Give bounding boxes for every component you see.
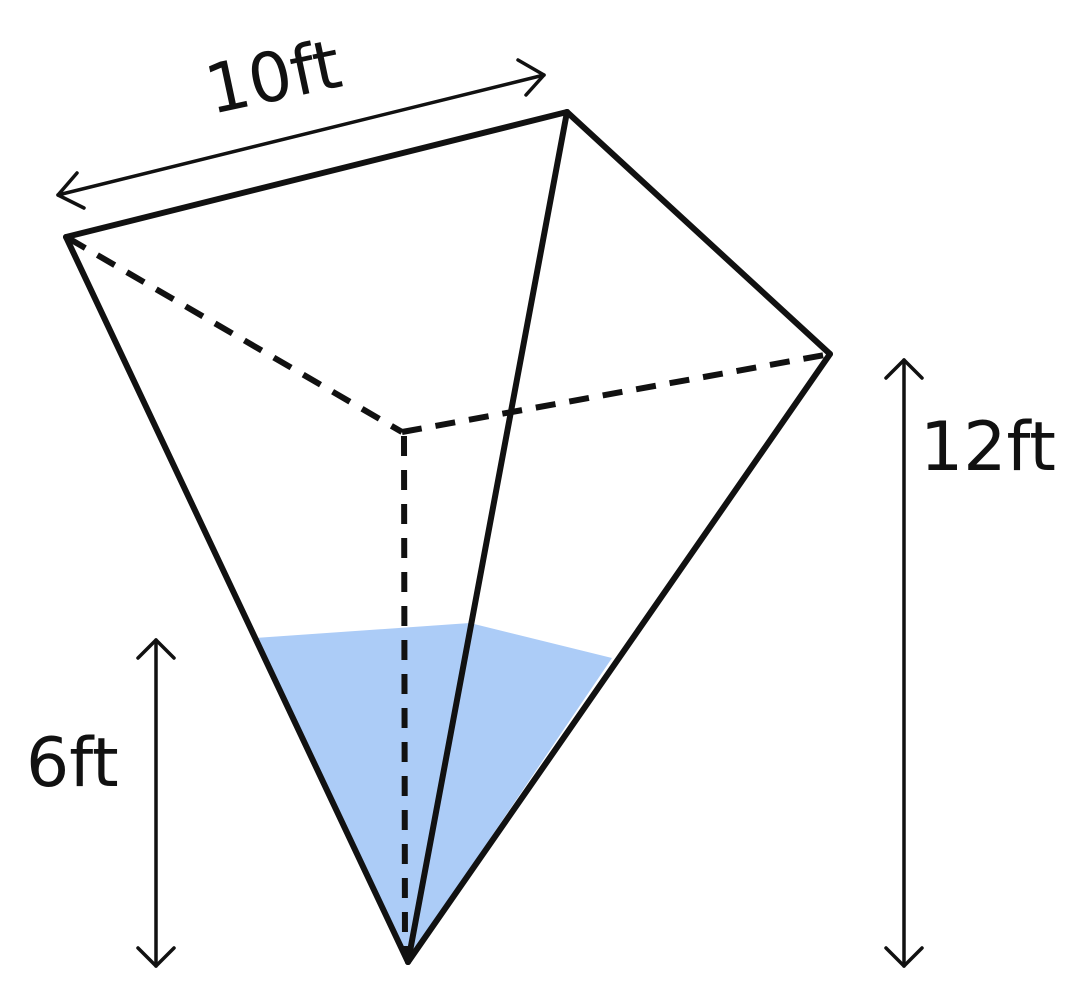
- height-dimension-arrow: [884, 358, 924, 968]
- edge-left-to-apex: [63, 234, 411, 965]
- edge-top-right-to-right: [564, 109, 833, 357]
- hidden-edge-back-to-right: [401, 351, 831, 435]
- height-label: 12ft: [920, 408, 1056, 487]
- top-width-label: 10ft: [199, 25, 348, 131]
- edge-right-to-apex: [405, 351, 833, 965]
- hidden-edge-back-to-apex: [401, 435, 408, 956]
- water-depth-dimension-arrow: [136, 638, 176, 968]
- edge-top-right-to-apex: [405, 109, 570, 965]
- water-fill: [255, 623, 612, 960]
- edge-top-left-to-top-right: [63, 109, 570, 240]
- hidden-edge-left-to-back: [66, 235, 404, 435]
- water-depth-label: 6ft: [26, 724, 119, 803]
- top-width-dimension-arrow: [56, 58, 546, 210]
